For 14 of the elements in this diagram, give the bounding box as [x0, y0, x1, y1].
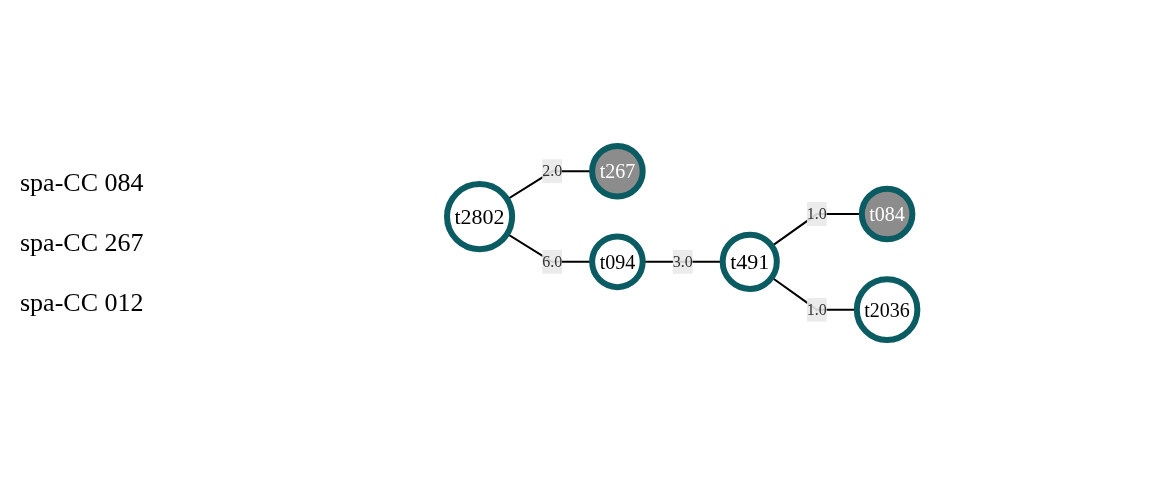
node-circle: t084 [858, 185, 916, 243]
node-circle: t094 [588, 233, 646, 291]
edge-label: 6.0 [541, 252, 562, 270]
node-circle: t2802 [443, 181, 515, 253]
node-circle: t2036 [853, 276, 921, 343]
edge-label: 1.0 [806, 300, 827, 318]
edge-label: 1.0 [806, 205, 827, 223]
cluster-label: spa-CC 267 [20, 228, 145, 258]
cluster-label: spa-CC 084 [20, 168, 145, 198]
node-circle: t267 [588, 143, 646, 200]
edge-label: 3.0 [672, 252, 693, 270]
edge-label: 2.0 [541, 162, 562, 180]
cluster-label: spa-CC 012 [20, 288, 145, 318]
node-circle: t491 [719, 231, 780, 292]
